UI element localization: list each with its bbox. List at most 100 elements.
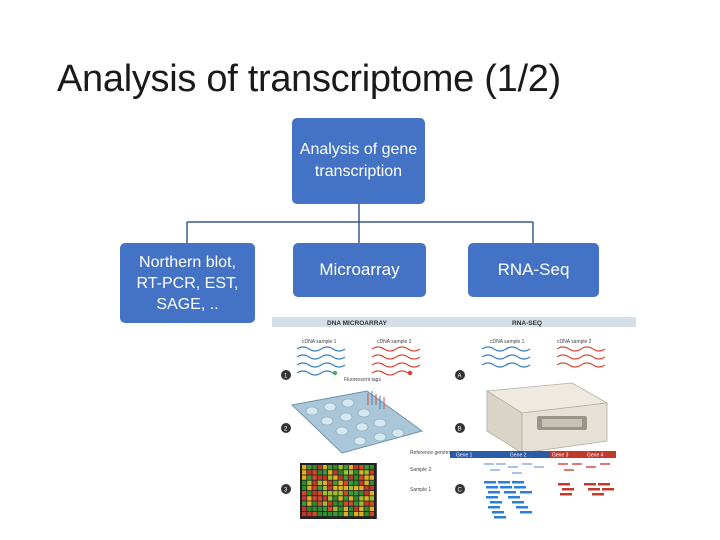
heatmap-spot [338, 501, 343, 506]
heatmap-spot [364, 480, 369, 485]
heatmap-spot [322, 491, 328, 496]
cdna-strands-left [296, 346, 421, 368]
heatmap-spot [364, 470, 369, 475]
heatmap-spot [307, 465, 312, 470]
heatmap-spot [364, 511, 369, 517]
heatmap-spot [338, 480, 343, 485]
heatmap-spot [359, 491, 364, 496]
heatmap-spot [322, 485, 328, 491]
heatmap-spot [364, 496, 369, 501]
heatmap-spot [359, 506, 364, 511]
heatmap-spot [354, 501, 359, 506]
heatmap-spot [348, 475, 354, 480]
heatmap-spot [359, 496, 364, 501]
heatmap-spot [359, 465, 364, 470]
heatmap-spot [343, 506, 348, 511]
heatmap-spot [333, 475, 338, 480]
heatmap-spot [317, 496, 322, 501]
heatmap-spot [343, 480, 348, 485]
heatmap-spot [322, 501, 328, 506]
heatmap-spot [364, 506, 369, 511]
heatmap-spot [322, 506, 328, 511]
heatmap-spot [354, 480, 359, 485]
reference-genome-label: Reference genome [410, 450, 453, 456]
heatmap-spot [354, 465, 359, 470]
gene-2-label: Gene 2 [510, 453, 527, 459]
heatmap-spot [364, 501, 369, 506]
heatmap-spot [312, 491, 317, 496]
heatmap-spot [338, 511, 343, 517]
heatmap-spot [348, 511, 354, 517]
node-northern-blot: Northern blot, RT-PCR, EST, SAGE, .. [120, 243, 255, 323]
heatmap-spot [369, 491, 374, 496]
heatmap-spot [307, 485, 312, 491]
heatmap-spot [307, 475, 312, 480]
fluorescent-tags-label: Fluorescent tags [344, 377, 381, 383]
node-rna-seq-label: RNA-Seq [497, 260, 570, 279]
heatmap-spot [359, 480, 364, 485]
heatmap-spot [354, 506, 359, 511]
sample2-label: Sample 2 [410, 467, 431, 473]
sample1-label: Sample 1 [410, 487, 431, 493]
heatmap-spot [328, 470, 333, 475]
heatmap-spot [302, 475, 307, 480]
step-markers-right: A B C [455, 370, 465, 494]
heatmap-spot [369, 506, 374, 511]
heatmap-spot [307, 496, 312, 501]
heatmap-spot [333, 470, 338, 475]
heatmap-spot [328, 480, 333, 485]
heatmap-spot [354, 491, 359, 496]
heatmap-spot [354, 511, 359, 517]
heatmap-spot [328, 491, 333, 496]
heatmap-spot [359, 470, 364, 475]
gene-1-label: Gene 1 [456, 453, 473, 459]
heatmap-spot [328, 496, 333, 501]
heatmap-spot [348, 480, 354, 485]
heatmap-spot [312, 485, 317, 491]
heatmap-spot [312, 496, 317, 501]
heatmap-spot [338, 470, 343, 475]
heatmap-spot [359, 511, 364, 517]
heatmap-spot [338, 496, 343, 501]
heatmap-spot [364, 485, 369, 491]
heatmap-spot [317, 465, 322, 470]
heatmap-spot [322, 480, 328, 485]
heatmap-spot [307, 480, 312, 485]
heatmap-spot [307, 506, 312, 511]
heatmap-spot [312, 470, 317, 475]
cdna-strands-right [481, 346, 606, 368]
heatmap-spot [328, 485, 333, 491]
heatmap-spot [343, 501, 348, 506]
heatmap-spot [317, 480, 322, 485]
heatmap-spot [317, 470, 322, 475]
heatmap-spot [369, 485, 374, 491]
heatmap-spot [354, 496, 359, 501]
heatmap-spot [328, 465, 333, 470]
heatmap-spot [317, 485, 322, 491]
node-northern-blot-label: Northern blot, RT-PCR, EST, SAGE, .. [136, 253, 239, 313]
heatmap-spot [302, 501, 307, 506]
step-b: B [458, 427, 462, 433]
slide-title: Analysis of transcriptome (1/2) [57, 58, 561, 100]
heatmap-spot [348, 485, 354, 491]
heatmap-spot [333, 491, 338, 496]
step-a: A [458, 374, 462, 380]
heatmap-spot [307, 501, 312, 506]
heatmap-spot [359, 475, 364, 480]
fluorescent-tagged-strands [296, 370, 413, 376]
heatmap-spot [364, 475, 369, 480]
heatmap-spot [302, 491, 307, 496]
step-c: C [458, 488, 463, 494]
read-marks-sample2-red [558, 463, 610, 471]
heatmap-spot [302, 465, 307, 470]
heatmap-spot [322, 475, 328, 480]
heatmap-spot [343, 496, 348, 501]
heatmap-spot [359, 501, 364, 506]
heatmap-spot [343, 485, 348, 491]
heatmap-spot [322, 465, 328, 470]
heatmap-spot [354, 470, 359, 475]
heatmap-spot [359, 485, 364, 491]
read-marks-sample2 [484, 463, 544, 474]
heatmap-spot [369, 501, 374, 506]
cdna2-left-label: cDNA sample 2 [377, 339, 412, 345]
